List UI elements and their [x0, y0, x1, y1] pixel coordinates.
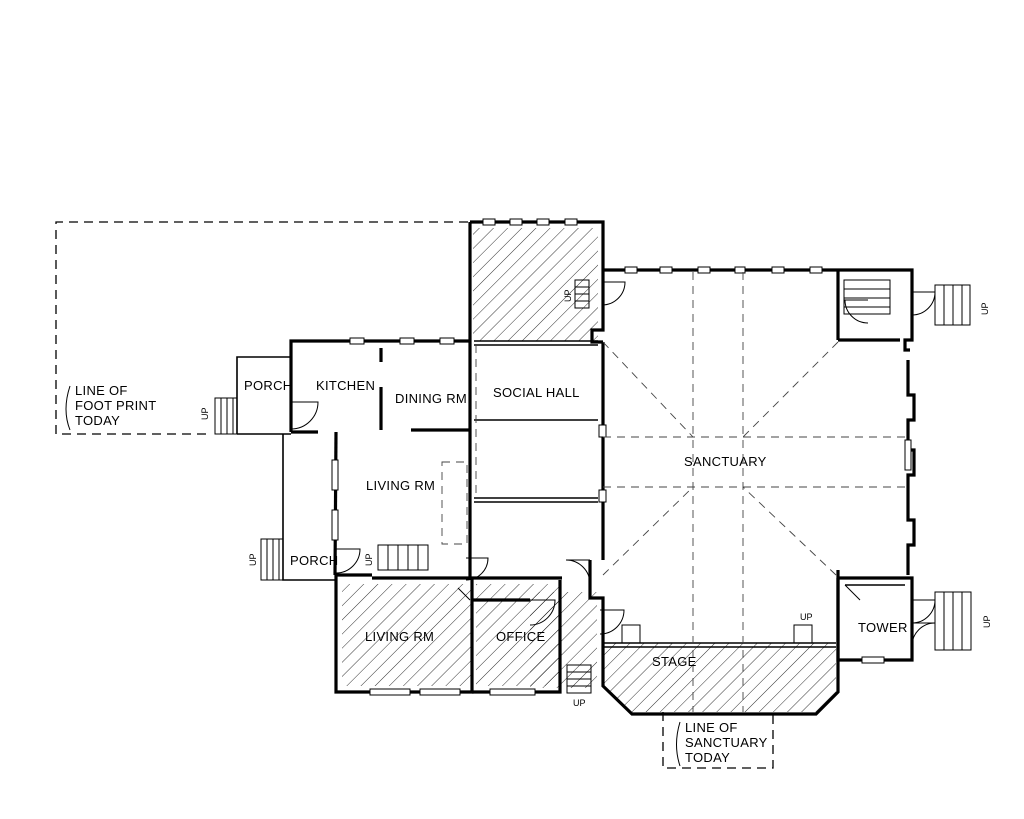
sanctuary-note-line-1: LINE OF: [685, 720, 738, 735]
room-label-porch-lower: PORCH: [290, 553, 338, 568]
room-label-porch-upper: PORCH: [244, 378, 292, 393]
room-label-social-hall: SOCIAL HALL: [493, 385, 580, 400]
social-hall-door: [601, 281, 626, 306]
footprint-note-line-1: LINE OF: [75, 383, 128, 398]
up-label-upper-porch: UP: [200, 407, 210, 420]
up-labels: UP UP UP UP UP UP UP UP: [200, 289, 992, 708]
sanctuary-ceiling-lines: [475, 272, 908, 712]
stair-door: [465, 557, 489, 581]
tower-exit-door-b: [911, 622, 936, 647]
room-label-sanctuary: SANCTUARY: [684, 454, 767, 469]
stairs: [214, 279, 972, 694]
room-label-living-upper: LIVING RM: [366, 478, 435, 493]
living-room-lower-hatch: [342, 584, 472, 686]
doors: [290, 281, 936, 647]
north-exit-door: [911, 291, 936, 316]
room-label-stage: STAGE: [652, 654, 697, 669]
social-hall-upper-hatch: [473, 228, 598, 341]
up-label-interior-stair: UP: [364, 553, 374, 566]
lower-porch-door: [335, 548, 361, 574]
up-label-tower-exit: UP: [982, 615, 992, 628]
notes: LINE OF FOOT PRINT TODAY LINE OF SANCTUA…: [65, 383, 768, 767]
footprint-note-bracket: [65, 385, 71, 431]
sanctuary-note-line-3: TODAY: [685, 750, 730, 765]
walls: [236, 218, 916, 716]
up-label-lower-porch: UP: [248, 553, 258, 566]
tower-exit-door-a: [911, 599, 936, 624]
up-label-social-hall: UP: [563, 289, 573, 302]
footprint-note-line-2: FOOT PRINT: [75, 398, 156, 413]
tower-inner-door: [844, 584, 861, 601]
room-labels: PORCH KITCHEN DINING RM SOCIAL HALL SANC…: [244, 378, 908, 669]
up-label-stage: UP: [800, 612, 813, 622]
porch-door: [290, 401, 319, 430]
sanctuary-note-bracket: [676, 721, 681, 767]
room-label-office: OFFICE: [496, 629, 545, 644]
footprint-outline: [55, 221, 774, 769]
office-door: [529, 599, 556, 626]
footprint-note-line-3: TODAY: [75, 413, 120, 428]
sanctuary-side-door: [565, 559, 591, 585]
hatched-areas: [342, 228, 836, 712]
sanctuary-note-line-2: SANCTUARY: [685, 735, 768, 750]
room-label-living-lower: LIVING RM: [365, 629, 434, 644]
room-label-tower: TOWER: [858, 620, 908, 635]
up-label-north-exit: UP: [980, 302, 990, 315]
living-door: [457, 587, 471, 601]
stage-hatch: [604, 643, 836, 712]
room-label-kitchen: KITCHEN: [316, 378, 375, 393]
stage-side-door: [599, 609, 625, 635]
up-label-south-hall: UP: [573, 698, 586, 708]
room-label-dining: DINING RM: [395, 391, 467, 406]
north-stair-door: [844, 299, 869, 324]
